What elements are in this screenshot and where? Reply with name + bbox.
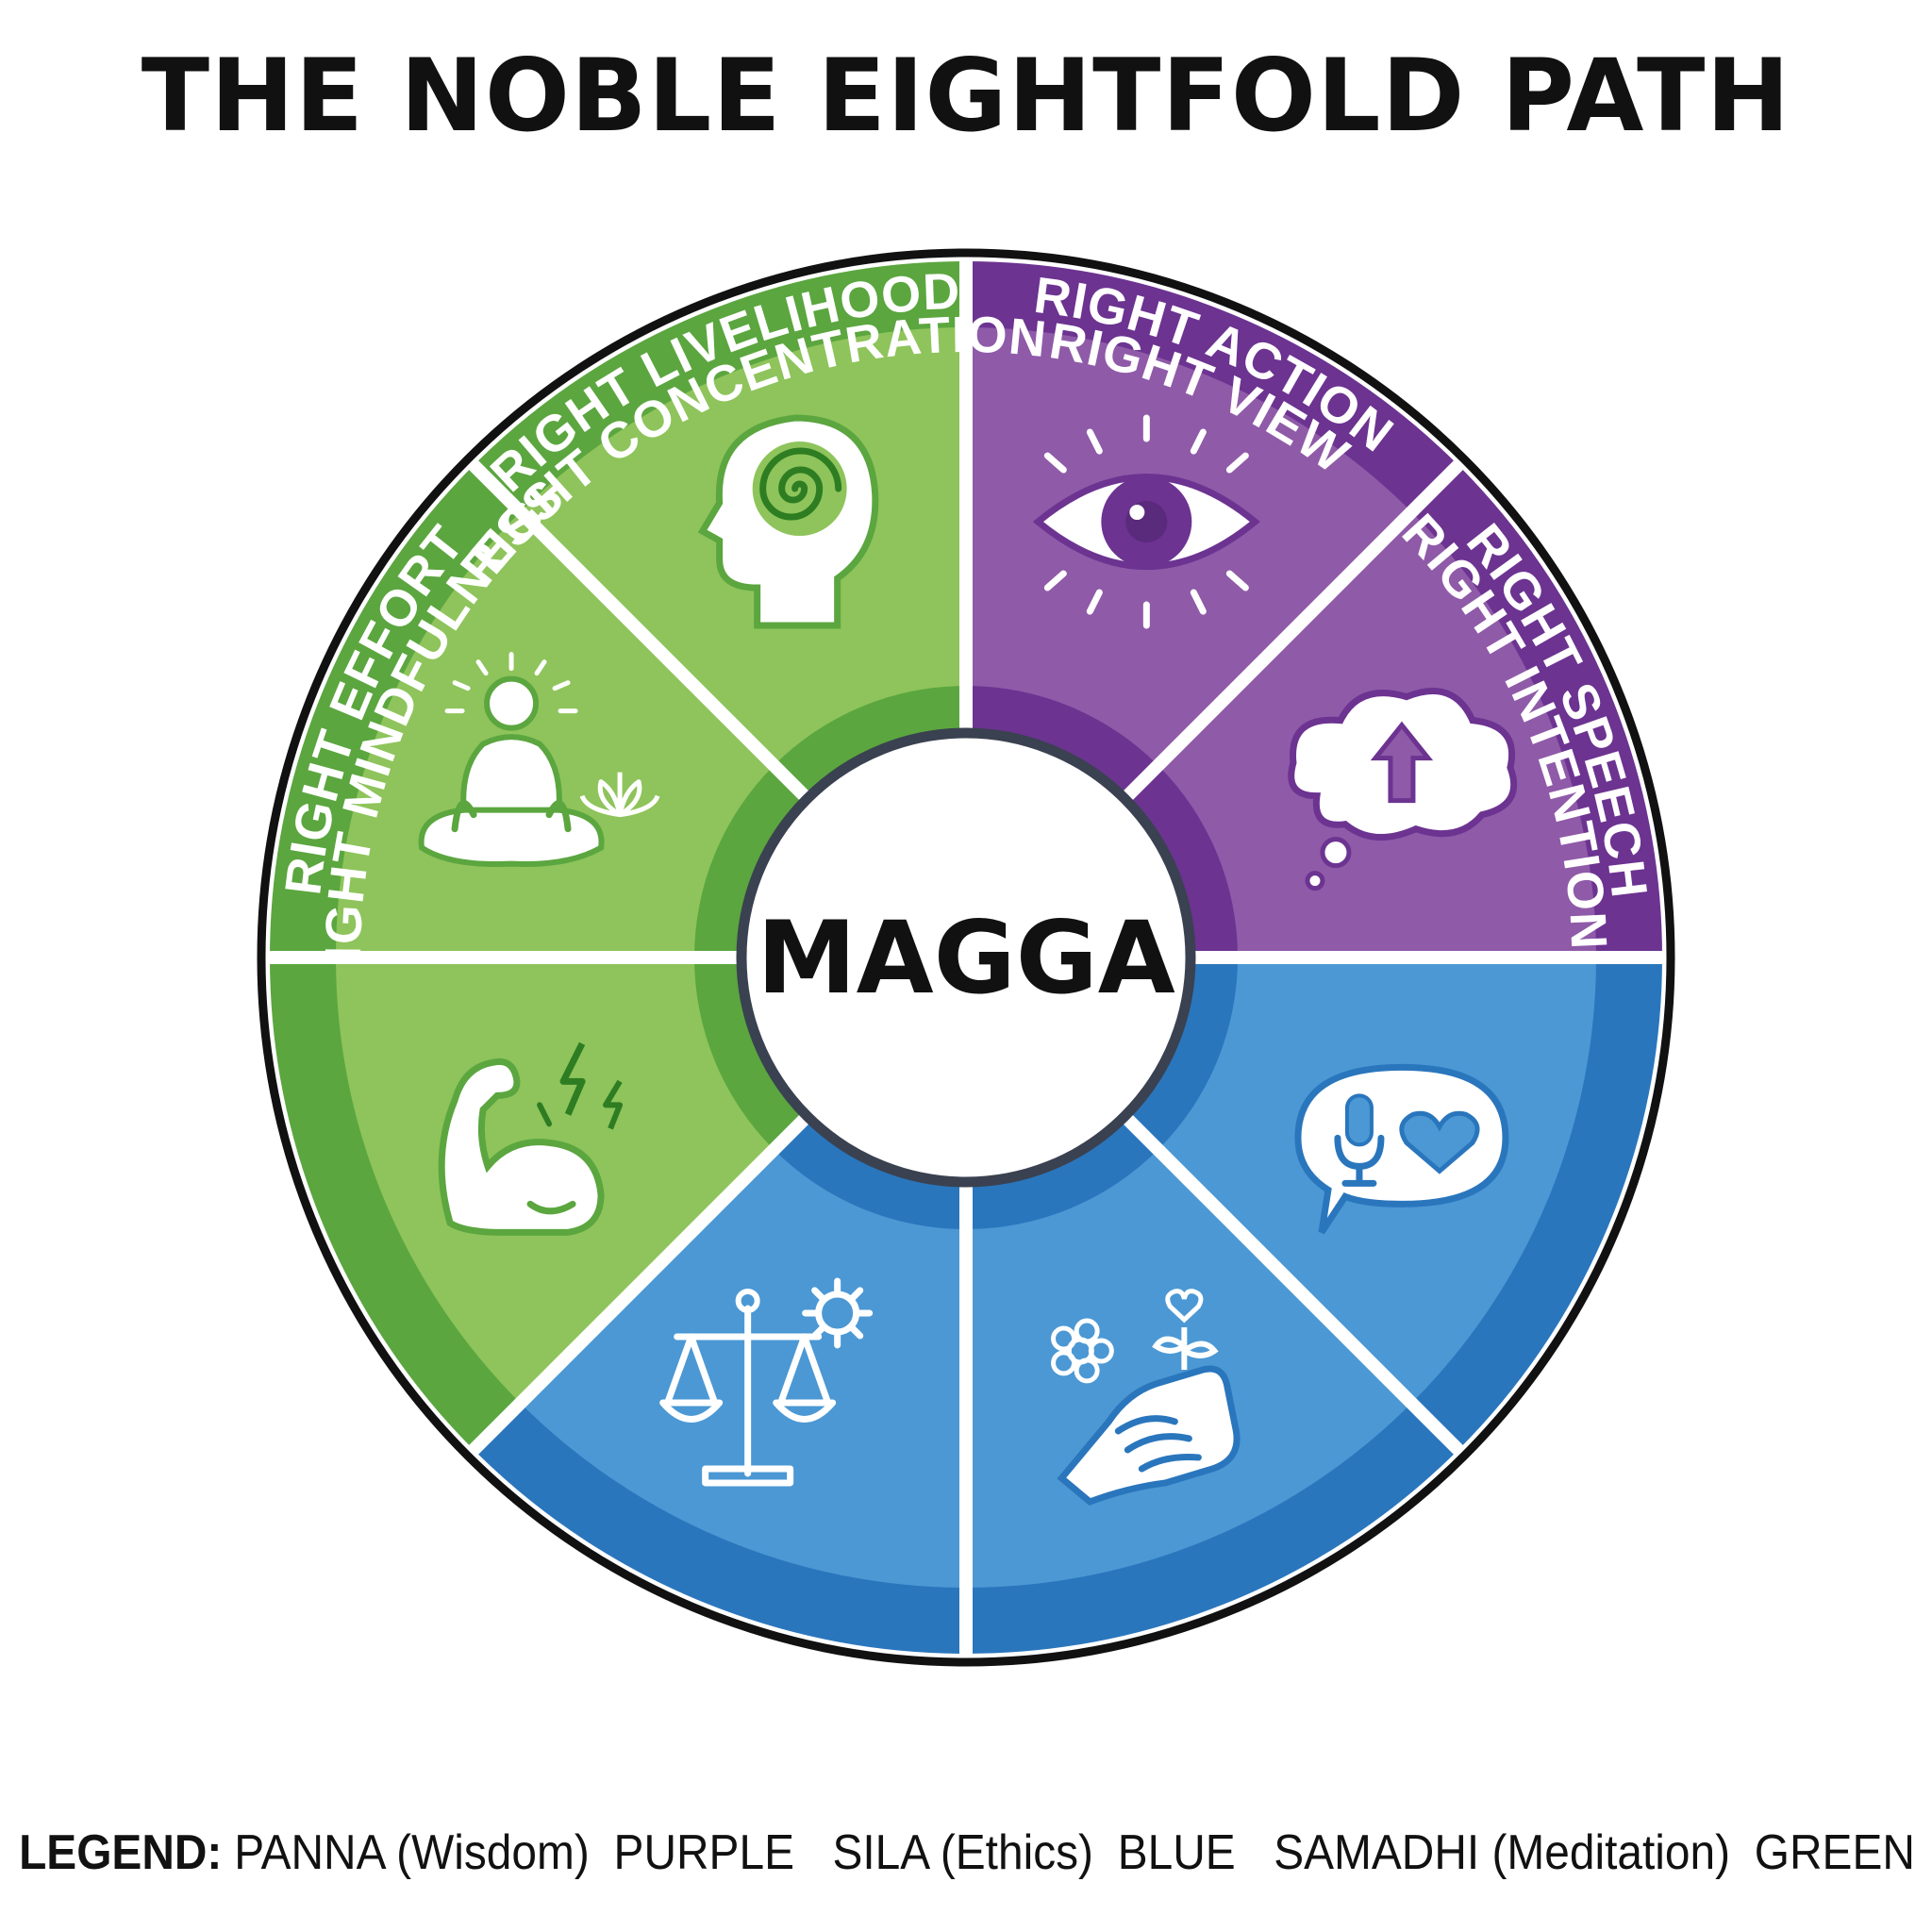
wheel-outer-ring <box>257 248 1675 1667</box>
wheel-gap-ring <box>262 254 1670 1661</box>
page-title: THE NOBLE EIGHTFOLD PATH <box>141 38 1791 154</box>
legend-lead: LEGEND: <box>19 1825 223 1880</box>
thought-cloud-icon <box>1288 688 1518 891</box>
segment-divider <box>1120 1111 1468 1459</box>
segment-icons <box>418 414 1518 1506</box>
legend-color-green: GREEN <box>1754 1825 1915 1880</box>
spiral-head-icon <box>697 414 879 629</box>
legend-item-wisdom: PANNA (Wisdom) <box>234 1825 590 1880</box>
legend-item-ethics: SILA (Ethics) <box>832 1825 1093 1880</box>
eye-icon <box>1032 414 1260 629</box>
meditating-person-icon <box>418 652 660 868</box>
legend-color-blue: BLUE <box>1117 1825 1236 1880</box>
segment-inner-panel <box>520 1149 966 1588</box>
segment-divider <box>464 1111 812 1459</box>
scales-gear-icon <box>659 1277 874 1487</box>
speech-bubble-icon <box>1294 1063 1509 1235</box>
center-hub <box>736 727 1196 1188</box>
flexed-arm-icon <box>438 1041 624 1236</box>
segment-divider <box>1120 456 1468 804</box>
center-label: MAGGA <box>757 900 1175 1016</box>
legend-item-meditation: SAMADHI (Meditation) <box>1274 1825 1731 1880</box>
helping-hands-icon <box>1051 1289 1241 1506</box>
legend: LEGEND: PANNA (Wisdom) PURPLE SILA (Ethi… <box>19 1815 1915 1890</box>
segment-divider <box>464 456 812 804</box>
legend-color-purple: PURPLE <box>613 1825 794 1880</box>
